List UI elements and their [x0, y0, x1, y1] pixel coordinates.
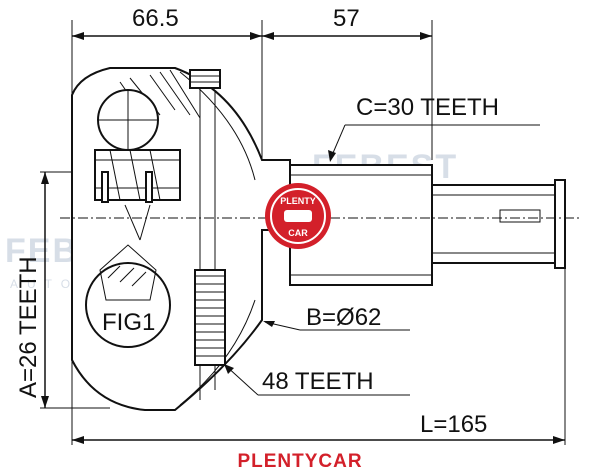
- cage-slot: [145, 171, 153, 203]
- brand-badge: PLENTY CAR: [265, 183, 331, 249]
- arrowhead: [263, 321, 275, 327]
- cage-slot: [101, 171, 109, 203]
- fig1-hatch: [107, 265, 147, 287]
- footer-brand: PLENTYCAR: [237, 451, 362, 472]
- arrowhead: [250, 32, 262, 40]
- fig-leader: [124, 204, 141, 241]
- arrowhead: [420, 32, 432, 40]
- label-c-teeth: C=30 TEETH: [356, 94, 499, 121]
- abs-teeth: [195, 275, 225, 357]
- dim-label-length: L=165: [420, 411, 487, 438]
- inner-cage: [94, 89, 181, 241]
- abs-ring: [194, 269, 226, 366]
- abs-ring-body: [194, 269, 226, 366]
- arrowhead: [224, 364, 234, 374]
- dim-label-57: 57: [333, 5, 360, 32]
- arrowhead: [41, 172, 49, 184]
- a-dimension: A=26 TEETH: [15, 172, 49, 408]
- arrowhead: [41, 396, 49, 408]
- callouts: C=30 TEETH B=Ø62 48 TEETH: [224, 94, 540, 396]
- fig1-gear: [99, 244, 157, 301]
- fig1-label: FIG1: [102, 309, 155, 336]
- arrowhead: [262, 32, 274, 40]
- dim-label-a: A=26 TEETH: [15, 256, 42, 398]
- shaft-thread: [431, 184, 556, 264]
- badge-text-top: PLENTY: [280, 196, 316, 206]
- car-icon: [284, 210, 312, 222]
- arrowhead: [72, 32, 84, 40]
- label-b-diameter: B=Ø62: [306, 304, 381, 331]
- top-dimensions: 66.5 57: [72, 5, 432, 40]
- cage-hatch: [95, 149, 180, 201]
- arrowhead: [328, 150, 336, 162]
- shaft-tip: [554, 179, 566, 269]
- label-abs-teeth: 48 TEETH: [262, 368, 374, 395]
- stub-shaft: [289, 164, 566, 286]
- bottom-dimension: L=165: [72, 411, 565, 444]
- badge-text-bottom: CAR: [288, 228, 308, 238]
- dim-label-66: 66.5: [132, 5, 179, 32]
- cap-top: [189, 69, 221, 89]
- arrowhead: [72, 436, 84, 444]
- fig1-detail: FIG1: [85, 244, 171, 348]
- badge-ring: [270, 188, 326, 244]
- fig1-circle: [85, 262, 171, 348]
- hatch: [119, 69, 201, 119]
- arrowhead: [553, 436, 565, 444]
- fig-leader: [139, 204, 151, 241]
- housing-curve: [179, 299, 256, 406]
